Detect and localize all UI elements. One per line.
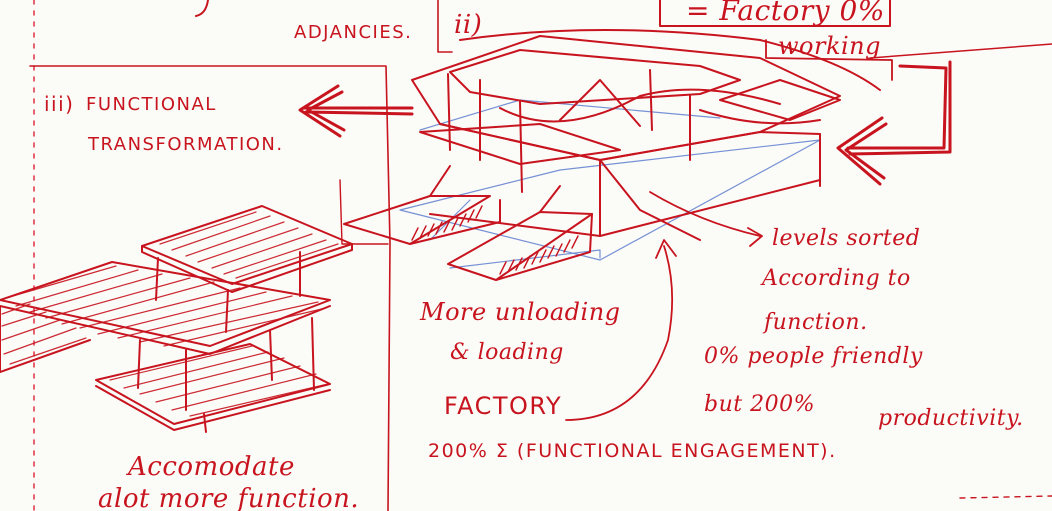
leader-levels-arrowhead (747, 227, 763, 247)
stacked-slabs-sketch (0, 205, 353, 433)
slab-hatching (1, 211, 339, 417)
top-right-panel-border (869, 43, 1052, 59)
left-arrow (298, 84, 414, 138)
productivity-note-line2: productivity. (878, 406, 1024, 431)
accommodate-note-line1: Accomodate (128, 452, 295, 482)
working-label: working (778, 32, 882, 60)
section-iii-title-line1: FUNCTIONAL (86, 94, 217, 115)
leader-factory-curve (565, 245, 674, 421)
factory-word: FACTORY (444, 392, 563, 420)
leader-factory-arrowhead (655, 239, 677, 259)
section-iii-panel-border (29, 65, 391, 511)
section-iii-title-line2: TRANSFORMATION. (88, 134, 284, 155)
factory-blue-underlay (399, 99, 821, 269)
adjacency-label-box (437, 0, 453, 53)
unloading-note-line1: More unloading (420, 298, 621, 326)
section-iii-number: iii) (44, 92, 75, 116)
levels-note-line1: levels sorted (772, 226, 921, 251)
levels-note-line2: According to (762, 266, 911, 291)
unloading-note-line2: & loading (450, 340, 564, 365)
accommodate-note-line2: alot more function. (98, 484, 360, 511)
factory-massing (343, 29, 881, 281)
factory-label-box (659, 0, 891, 27)
functional-engagement-note: 200% Σ (FUNCTIONAL ENGAGEMENT). (428, 440, 837, 462)
factory-percent-label: = Factory 0% (686, 0, 885, 27)
top-left-stroke (195, 0, 209, 17)
bottom-dashed-line (959, 495, 1052, 499)
adjacency-label: ADJANCIES. (294, 22, 413, 43)
right-arrow (836, 60, 952, 186)
section-ii-panel-border (339, 179, 389, 245)
productivity-note-line1: but 200% (704, 392, 815, 417)
working-label-box (765, 39, 893, 81)
levels-note-line3: function. (764, 310, 868, 335)
section-ii-label: ii) (454, 10, 483, 40)
ramp-hatching (411, 205, 579, 275)
leader-levels (649, 191, 761, 237)
people-friendly-note: 0% people friendly (704, 344, 923, 369)
